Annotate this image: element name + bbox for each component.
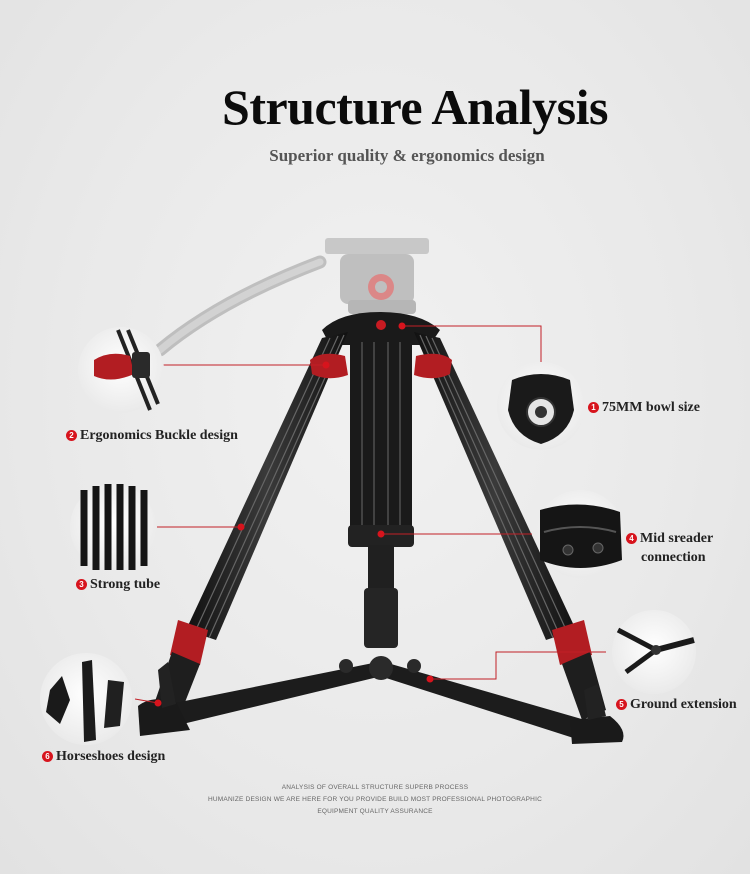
page-subtitle: Superior quality & ergonomics design (269, 146, 545, 165)
tube-detail-circle (70, 484, 156, 570)
footer-line-3: EQUIPMENT QUALITY ASSURANCE (317, 808, 433, 815)
feature-number: 6 (42, 751, 53, 762)
buckle-detail-circle (78, 327, 164, 413)
fluid-head (153, 238, 429, 357)
feature-number: 2 (66, 430, 77, 441)
bowl-detail-circle (497, 362, 585, 450)
feature-number: 4 (626, 533, 637, 544)
feature-label-text: Strong tube (90, 577, 161, 592)
footer-line-2: HUMANIZE DESIGN WE ARE HERE FOR YOU PROV… (208, 796, 542, 803)
callout-lines (134, 325, 606, 704)
horseshoe-detail-circle (40, 653, 132, 745)
page-title: Structure Analysis (222, 79, 608, 135)
feature-number: 1 (588, 402, 599, 413)
feature-label-text: Ground extension (630, 697, 737, 712)
mid-spreader-detail-circle (536, 490, 624, 578)
callout-dots (154, 322, 434, 707)
feature-number: 3 (76, 579, 87, 590)
footer-line-1: ANALYSIS OF OVERALL STRUCTURE SUPERB PRO… (281, 784, 469, 791)
feature-label-text: Ergonomics Buckle design (80, 428, 238, 443)
ground-extension-detail-circle (612, 610, 696, 694)
feature-label-text: 75MM bowl size (602, 400, 700, 415)
feature-label-text: Mid sreader (640, 531, 714, 546)
feature-label-text-line2: connection (641, 550, 706, 565)
feature-number: 5 (616, 699, 627, 710)
feature-label-text: Horseshoes design (56, 749, 166, 764)
tripod-body (138, 312, 624, 744)
